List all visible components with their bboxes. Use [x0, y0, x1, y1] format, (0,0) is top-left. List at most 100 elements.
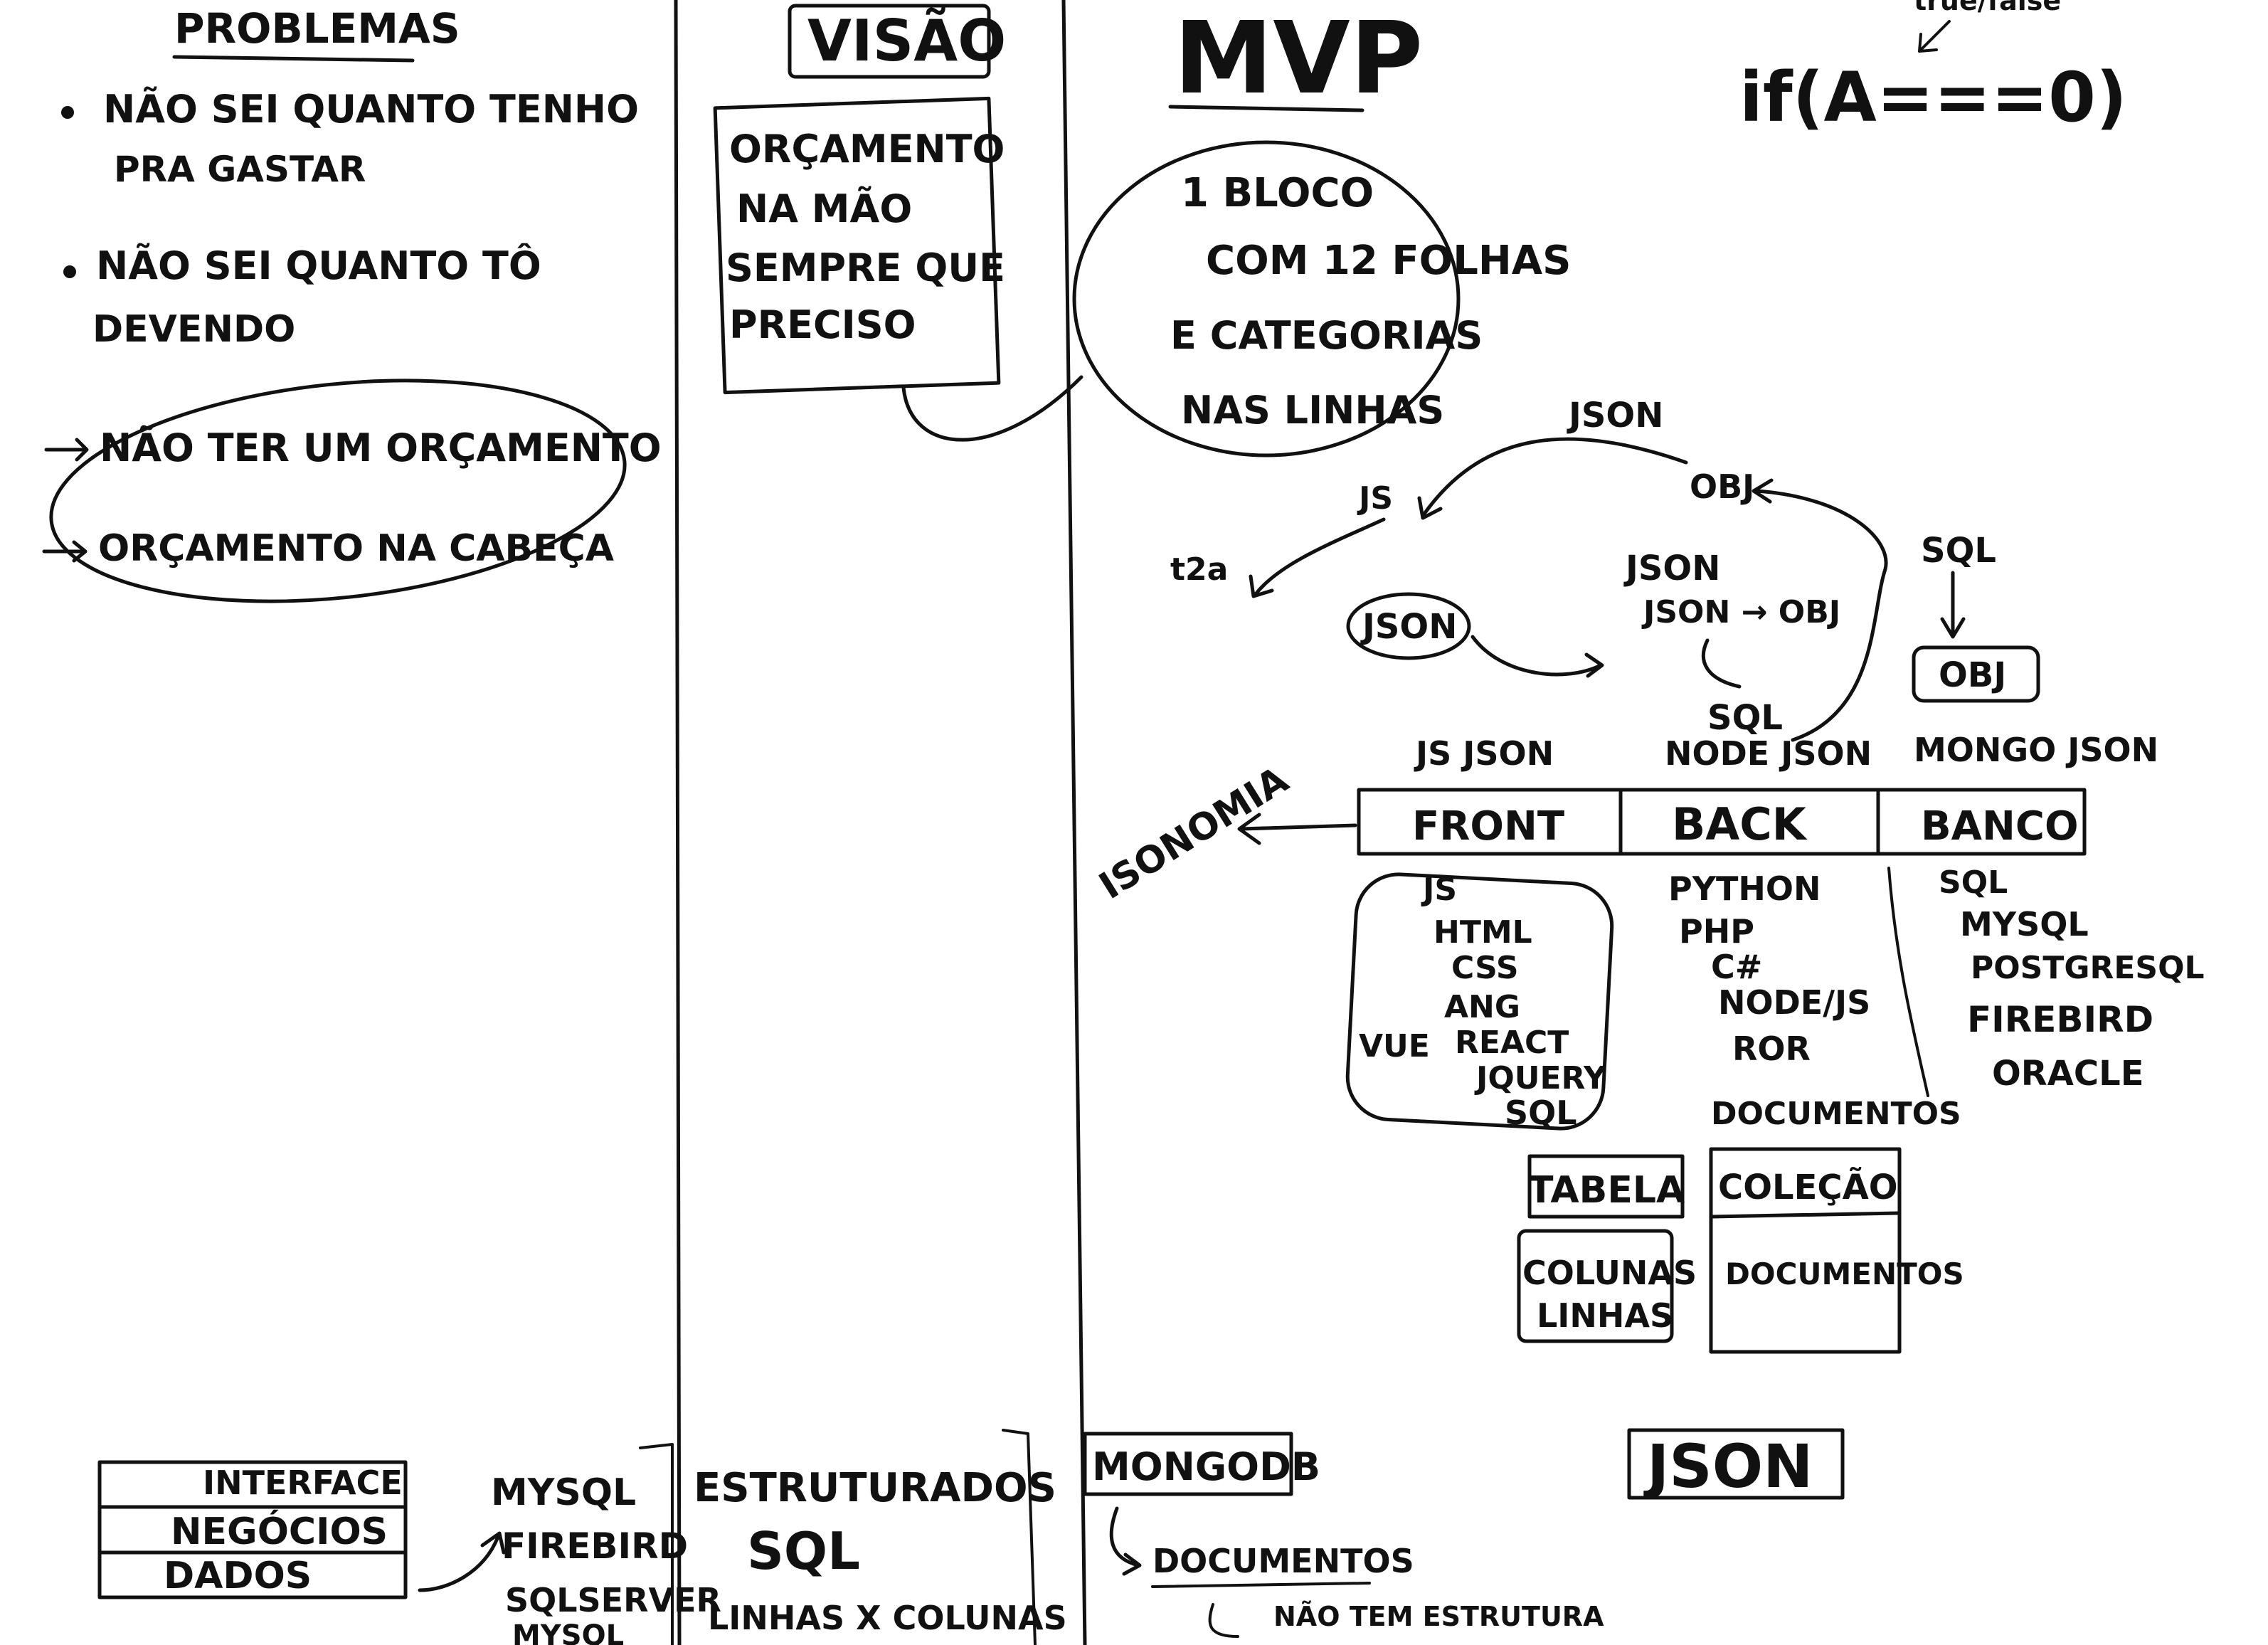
layers-stack [97, 1460, 408, 1599]
vision-line-3: SEMPRE QUE [726, 245, 1005, 290]
structured-title: ESTRUTURADOS [694, 1465, 1056, 1511]
flow-sql-mid: SQL [1707, 698, 1783, 738]
structured-linhas-colunas: LINHAS X COLUNAS [708, 1599, 1067, 1637]
back-item-php: PHP [1679, 912, 1754, 951]
vision-line-4: PRECISO [729, 302, 916, 347]
db-firebird: FIREBIRD [502, 1525, 688, 1567]
colecao-title: COLEÇÃO [1718, 1167, 1898, 1207]
problem-4: ORÇAMENTO NA CABEÇA [98, 527, 614, 570]
problem-2-line-2: DEVENDO [92, 308, 295, 351]
front-item-html: HTML [1434, 914, 1532, 951]
isonomia-label: ISONOMIA [1092, 758, 1295, 908]
colecao-divider [1709, 1211, 1902, 1219]
flow-arc-down-left [1249, 517, 1386, 598]
mvp-ellipse [1072, 140, 1461, 457]
flow-obj-box: OBJ [1939, 655, 2006, 695]
layer-bank: BANCO [1921, 803, 2079, 850]
vision-box [713, 96, 1001, 395]
problems-title-underline [172, 55, 415, 63]
vision-line-1: ORÇAMENTO [729, 127, 1005, 171]
flow-arc-right [1752, 478, 1888, 742]
layer-back: BACK [1672, 798, 1808, 850]
bank-item-sql: SQL [1939, 864, 2008, 901]
mvp-title-underline [1168, 105, 1364, 112]
layer-dados: DADOS [164, 1555, 312, 1597]
mvp-line-4: NAS LINHAS [1181, 388, 1444, 433]
code-snippet: if(A===0) [1739, 58, 2127, 137]
dados-arrow [418, 1531, 506, 1592]
vision-title: VISÃO [807, 7, 1006, 74]
layer-interface: INTERFACE [203, 1464, 403, 1502]
db-mysql-2: MYSQL [512, 1619, 624, 1645]
flow-sql-down-arrow [1940, 571, 1966, 639]
bank-item-postgresql: POSTGRESQL [1971, 950, 2205, 986]
layer-top-bank: MONGO JSON [1914, 731, 2158, 769]
code-top-label: true/false [1914, 0, 2061, 16]
front-item-sql: SQL [1505, 1094, 1577, 1132]
divider-left [673, 0, 682, 1645]
layer-top-back: NODE JSON [1665, 734, 1872, 773]
tabela-title: TABELA [1528, 1169, 1685, 1212]
problem-3: NÃO TER UM ORÇAMENTO [100, 425, 662, 470]
back-item-csharp: C# [1711, 948, 1762, 986]
obj-box [1912, 645, 2040, 703]
back-item-node: NODE/JS [1718, 983, 1870, 1022]
colecao-documentos: DOCUMENTOS [1725, 1257, 1964, 1291]
mongodb-box [1083, 1432, 1293, 1496]
bank-item-mysql: MYSQL [1960, 905, 2089, 943]
json-big-box [1627, 1428, 1845, 1500]
vision-line-2: NA MÃO [736, 186, 912, 231]
flow-json-top: JSON [1567, 396, 1663, 435]
flow-json-to-obj: JSON → OBJ [1641, 594, 1840, 630]
arrow-3 [44, 438, 89, 462]
problem-1-line-2: PRA GASTAR [114, 149, 366, 190]
tabela-body-box [1517, 1229, 1674, 1343]
tabela-linhas: LINHAS [1537, 1296, 1673, 1335]
front-item-ang: ANG [1444, 989, 1520, 1025]
layers-table [1357, 788, 2087, 856]
documentos-underline [1151, 1582, 1371, 1588]
divider-right [1061, 0, 1087, 1645]
mvp-line-3: E CATEGORIAS [1170, 313, 1483, 358]
mongodb-documentos: DOCUMENTOS [1152, 1542, 1414, 1580]
bank-item-oracle: ORACLE [1992, 1054, 2144, 1094]
flow-t2a: t2a [1170, 551, 1228, 588]
back-item-python: PYTHON [1668, 869, 1821, 908]
code-arrow [1918, 20, 1951, 53]
flow-sql-right: SQL [1921, 531, 1996, 571]
db-mysql: MYSQL [491, 1471, 636, 1514]
db-sqlserver: SQLSERVER [505, 1581, 721, 1619]
problem-1-line-1: NÃO SEI QUANTO TENHO [103, 87, 639, 132]
back-item-ror: ROR [1732, 1030, 1811, 1068]
mvp-line-1: 1 BLOCO [1181, 170, 1374, 216]
bank-separator [1887, 867, 1929, 1097]
structured-bracket [1002, 1429, 1037, 1645]
flow-js-mark: JS [1357, 480, 1393, 517]
vision-title-box [788, 4, 991, 79]
arrow-4 [42, 540, 88, 563]
layer-top-front: JS JSON [1414, 734, 1554, 773]
bullet-1 [61, 106, 74, 119]
problems-highlight-ellipse [49, 379, 627, 603]
json-big-label: JSON [1643, 1432, 1813, 1501]
sem-estrutura-arrow [1208, 1603, 1239, 1638]
problems-title: PROBLEMAS [174, 4, 460, 53]
front-item-css: CSS [1451, 950, 1519, 986]
layer-front: FRONT [1412, 803, 1564, 850]
json-bubble [1346, 592, 1471, 660]
front-item-vue: VUE [1359, 1028, 1430, 1064]
structured-sql: SQL [747, 1521, 860, 1581]
front-item-react: REACT [1455, 1025, 1569, 1061]
mvp-line-2: COM 12 FOLHAS [1206, 238, 1571, 284]
problem-2-line-1: NÃO SEI QUANTO TÔ [96, 243, 541, 288]
flow-json-mid: JSON [1623, 549, 1720, 588]
flow-arc-top [1417, 437, 1688, 520]
back-item-documentos: DOCUMENTOS [1711, 1096, 1961, 1132]
front-item-jquery: JQUERY [1474, 1060, 1607, 1096]
front-list-box [1345, 872, 1614, 1131]
layer-negocios: NEGÓCIOS [171, 1509, 388, 1553]
flow-json-left: JSON [1360, 607, 1457, 647]
mongodb-arrow [1109, 1506, 1142, 1576]
tabela-title-box [1527, 1154, 1685, 1219]
bank-item-firebird: FIREBIRD [1967, 999, 2153, 1040]
